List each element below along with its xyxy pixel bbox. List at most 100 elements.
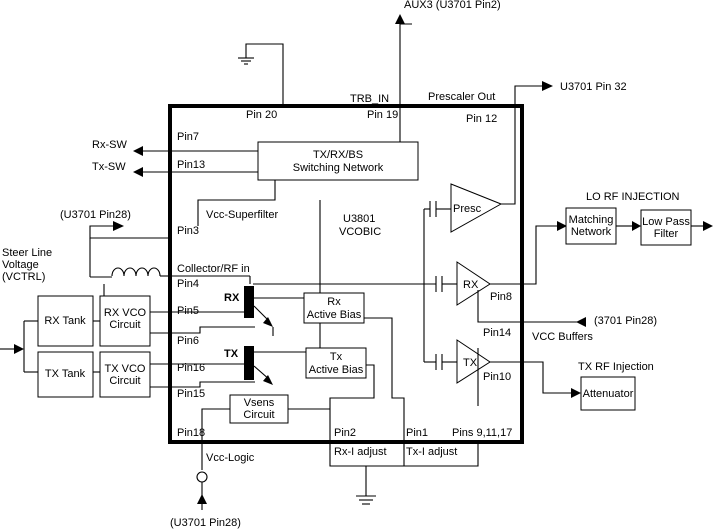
vcc-buffers-label: VCC Buffers	[532, 331, 593, 343]
u3701-pin32-label: U3701 Pin 32	[560, 81, 627, 93]
switching-network-box	[257, 141, 419, 181]
vsens-label-2: Circuit	[243, 409, 274, 421]
vcc-logic-node	[196, 471, 208, 483]
attenuator-box	[580, 376, 636, 411]
prescaler-amp	[450, 183, 503, 233]
rx-vco-box	[99, 295, 151, 347]
pin6-label: Pin6	[177, 335, 199, 347]
tx-bias-label-2: Active Bias	[309, 364, 364, 376]
tx-rf-injection-label: TX RF Injection	[578, 361, 654, 373]
rx-i-adjust-label: Rx-I adjust	[334, 446, 387, 458]
pin7-label: Pin7	[177, 131, 199, 143]
rx-transistor-base	[244, 286, 254, 318]
rx-emitter-arrow	[263, 317, 273, 327]
low-pass-filter-box	[640, 209, 692, 246]
u3801-label: U3801	[343, 213, 375, 225]
vcc-logic-label: Vcc-Logic	[206, 452, 255, 464]
rx-bias-to-pin1	[364, 317, 405, 450]
rx-amp-label: RX	[463, 279, 479, 291]
vcc-logic-arrow	[197, 494, 207, 504]
prescaler-out-line	[501, 85, 542, 205]
tx-tank-label: TX Tank	[45, 368, 86, 380]
rx-vco-label-2: Circuit	[109, 319, 140, 331]
aux3-arrow	[395, 14, 405, 24]
tx-transistor-base	[244, 346, 254, 380]
pin14-label: Pin14	[483, 327, 511, 339]
pin15-label: Pin15	[177, 388, 205, 400]
pin16-label: Pin16	[177, 362, 205, 374]
lo-injection-arrow	[557, 221, 567, 231]
pin10-label: Pin10	[483, 371, 511, 383]
bottom-ground	[356, 466, 376, 505]
lpf-label-2: Filter	[654, 228, 679, 240]
aux3-line	[399, 23, 412, 142]
tx-amp-label: TX	[463, 357, 478, 369]
vctrl-arrow	[14, 344, 24, 354]
tx-emitter-arrow	[263, 375, 273, 385]
prescaler-out-arrow	[542, 81, 553, 91]
pin3-label: Pin3	[177, 225, 199, 237]
vsens-box	[229, 394, 289, 424]
vcc-superfilter-label: Vcc-Superfilter	[206, 209, 278, 221]
lo-rf-injection-label: LO RF INJECTION	[586, 191, 680, 203]
aux3-label: AUX3 (U3701 Pin2)	[404, 0, 501, 11]
rx-coupling-cap	[253, 276, 457, 292]
u3701-pin28-top-label: (U3701 Pin28)	[60, 209, 131, 221]
trb-in-label: TRB_IN	[350, 93, 389, 105]
pin1-label: Pin1	[406, 427, 428, 439]
prescaler-coupling-cap	[424, 201, 451, 217]
tx-coupling-cap	[424, 354, 457, 370]
pin19-label: Pin 19	[367, 109, 398, 121]
u3701-pin28-arrow-top	[113, 221, 124, 231]
tx-bias-to-pin2	[329, 364, 375, 450]
rx-sw-label: Rx-SW	[92, 139, 127, 151]
tx-active-bias-box	[305, 347, 367, 379]
tx-bias-label-1: Tx	[330, 351, 343, 363]
pin20-ground-line	[238, 43, 284, 106]
tx-vco-label-1: TX VCO	[105, 363, 146, 375]
matching-to-lpf-arrow	[632, 221, 641, 231]
prescaler-out-label: Prescaler Out	[428, 91, 495, 103]
pins-9-11-17-label: Pins 9,11,17	[452, 427, 512, 439]
lpf-label-1: Low Pass	[642, 216, 690, 228]
rx-transistor-label: RX	[224, 292, 240, 304]
rx-sw-arrow	[133, 146, 143, 156]
tx-tank-box	[37, 351, 94, 398]
tx-rf-injection-line	[490, 361, 571, 394]
vcc-superfilter-line	[197, 180, 276, 226]
vcc-logic-line	[201, 408, 230, 470]
steer-line-label-2: Voltage	[2, 259, 39, 271]
tx-vco-box	[99, 351, 151, 398]
switching-network-label-2: Switching Network	[293, 162, 384, 174]
pin12-label: Pin 12	[466, 113, 497, 125]
tx-vco-label-2: Circuit	[109, 375, 140, 387]
pin8-label: Pin8	[490, 291, 512, 303]
pin20-label: Pin 20	[246, 109, 277, 121]
tx-transistor-label: TX	[224, 348, 239, 360]
switching-network-label-1: TX/RX/BS	[313, 149, 363, 161]
tank-inductor	[111, 267, 161, 277]
vcobic-label: VCOBIC	[339, 226, 381, 238]
lo-injection-line	[490, 225, 558, 285]
collector-rf-in-label: Collector/RF in	[177, 263, 250, 275]
rx-tank-box	[37, 295, 94, 347]
steer-line-label-3: (VCTRL)	[2, 271, 45, 283]
pin5-label: Pin5	[177, 305, 199, 317]
steer-line-label-1: Steer Line	[2, 247, 52, 259]
pin3701-pin28-label: (3701 Pin28)	[594, 315, 657, 327]
vcc-buffers-arrow	[576, 317, 586, 327]
matching-label-1: Matching	[569, 214, 614, 226]
pin6-line	[150, 326, 255, 334]
vsens-label-1: Vsens	[244, 397, 275, 409]
lpf-output-arrow	[703, 221, 713, 231]
tx-sw-label: Tx-SW	[92, 161, 126, 173]
attenuator-label: Attenuator	[583, 388, 634, 400]
vcc-buffers-line	[477, 290, 586, 323]
pin18-label: Pin18	[177, 427, 205, 439]
pin4-label: Pin4	[177, 278, 199, 290]
tx-i-adjust-label: Tx-I adjust	[406, 446, 457, 458]
rx-bias-label-1: Rx	[327, 296, 341, 308]
rx-bias-label-2: Active Bias	[307, 309, 362, 321]
pin15-line	[150, 381, 255, 388]
